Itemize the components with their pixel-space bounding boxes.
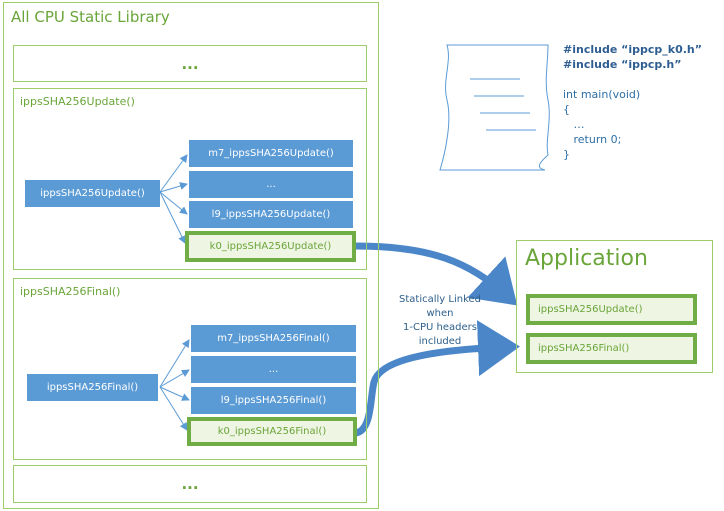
- link-label-line-2: when: [426, 308, 454, 319]
- code-line-return: return 0;: [573, 133, 622, 146]
- update-selected-k0: k0_ippsSHA256Update(): [185, 231, 356, 262]
- final-variant-m7: m7_ippsSHA256Final(): [191, 325, 356, 352]
- link-arrow-final: [354, 320, 520, 437]
- application-item-update: ippsSHA256Update(): [526, 294, 697, 325]
- update-section: [13, 88, 367, 270]
- link-label: Statically Linked when 1-CPU headers inc…: [384, 293, 496, 349]
- final-variant-l9: l9_ippsSHA256Final(): [191, 387, 356, 414]
- source-document-shape: [439, 44, 550, 171]
- code-line-main: int main(void): [563, 88, 641, 101]
- final-selected-k0: k0_ippsSHA256Final(): [187, 417, 357, 446]
- link-label-line-3: 1-CPU headers included: [403, 322, 477, 347]
- update-dispatcher-box: ippsSHA256Update(): [25, 180, 160, 207]
- bottom-ellipsis: ...: [181, 475, 199, 493]
- update-variant-l9: l9_ippsSHA256Update(): [189, 201, 353, 228]
- update-section-title: ippsSHA256Update(): [20, 95, 135, 108]
- update-variant-ellipsis: ...: [189, 171, 353, 198]
- link-arrow-update: [355, 242, 518, 306]
- document-text-lines: [470, 78, 536, 131]
- include-line-2: #include “ippcp.h”: [563, 58, 682, 71]
- final-section-title: ippsSHA256Final(): [20, 285, 121, 298]
- source-code: #include “ippcp_k0.h” #include “ippcp.h”…: [563, 42, 702, 162]
- library-top-ellipsis-box: ...: [13, 45, 367, 82]
- code-line-open-brace: {: [563, 103, 570, 116]
- application-item-final: ippsSHA256Final(): [526, 333, 697, 364]
- update-variant-m7: m7_ippsSHA256Update(): [189, 140, 353, 167]
- code-line-close-brace: }: [563, 148, 570, 161]
- application-container: [516, 240, 713, 373]
- library-title: All CPU Static Library: [11, 8, 170, 26]
- link-label-line-1: Statically Linked: [399, 294, 481, 305]
- final-section: [13, 278, 367, 460]
- include-line-1: #include “ippcp_k0.h”: [563, 43, 702, 56]
- application-title: Application: [525, 246, 648, 271]
- library-bottom-ellipsis-box: ...: [13, 465, 367, 503]
- update-connectors: [159, 154, 188, 244]
- final-connectors: [159, 339, 190, 431]
- final-variant-ellipsis: ...: [191, 356, 356, 383]
- final-dispatcher-box: ippsSHA256Final(): [27, 374, 158, 401]
- top-ellipsis: ...: [181, 54, 199, 73]
- static-library-container: [3, 2, 379, 509]
- code-line-ellipsis: …: [573, 118, 585, 131]
